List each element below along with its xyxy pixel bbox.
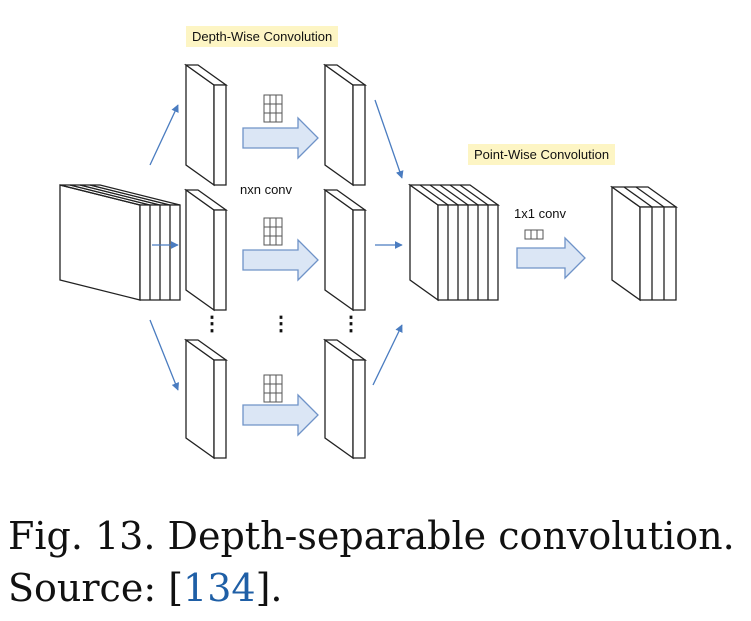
fanin-arrows (372, 99, 404, 386)
source-prefix: Source: [ (8, 566, 184, 610)
input-channel-slices (183, 63, 229, 460)
source-suffix: ]. (255, 566, 283, 610)
one-by-one-conv-label: 1x1 conv (514, 206, 567, 221)
pointwise-block-arrow (516, 236, 586, 280)
ellipsis-middle: ⋮ (271, 313, 291, 335)
combined-tensor (407, 183, 501, 302)
citation-link[interactable]: 134 (183, 566, 256, 610)
figure-source: Source: [134]. (8, 566, 282, 610)
nxn-conv-label: nxn conv (240, 182, 293, 197)
output-tensor (609, 185, 679, 302)
input-fanout-arrows (149, 104, 180, 391)
nxn-kernels (263, 94, 283, 403)
ellipsis-left: ⋮ (202, 313, 222, 335)
figure-caption: Fig. 13. Depth-separable convolution. (8, 514, 735, 558)
pointwise-label: Point-Wise Convolution (468, 144, 616, 165)
depthwise-output-slices (322, 63, 368, 460)
depthwise-block-arrows (242, 116, 319, 437)
depthwise-separable-diagram (59, 63, 679, 460)
one-by-one-kernel (524, 229, 544, 240)
depthwise-label: Depth-Wise Convolution (186, 26, 339, 47)
ellipsis-right: ⋮ (341, 313, 361, 335)
input-tensor (59, 184, 181, 301)
